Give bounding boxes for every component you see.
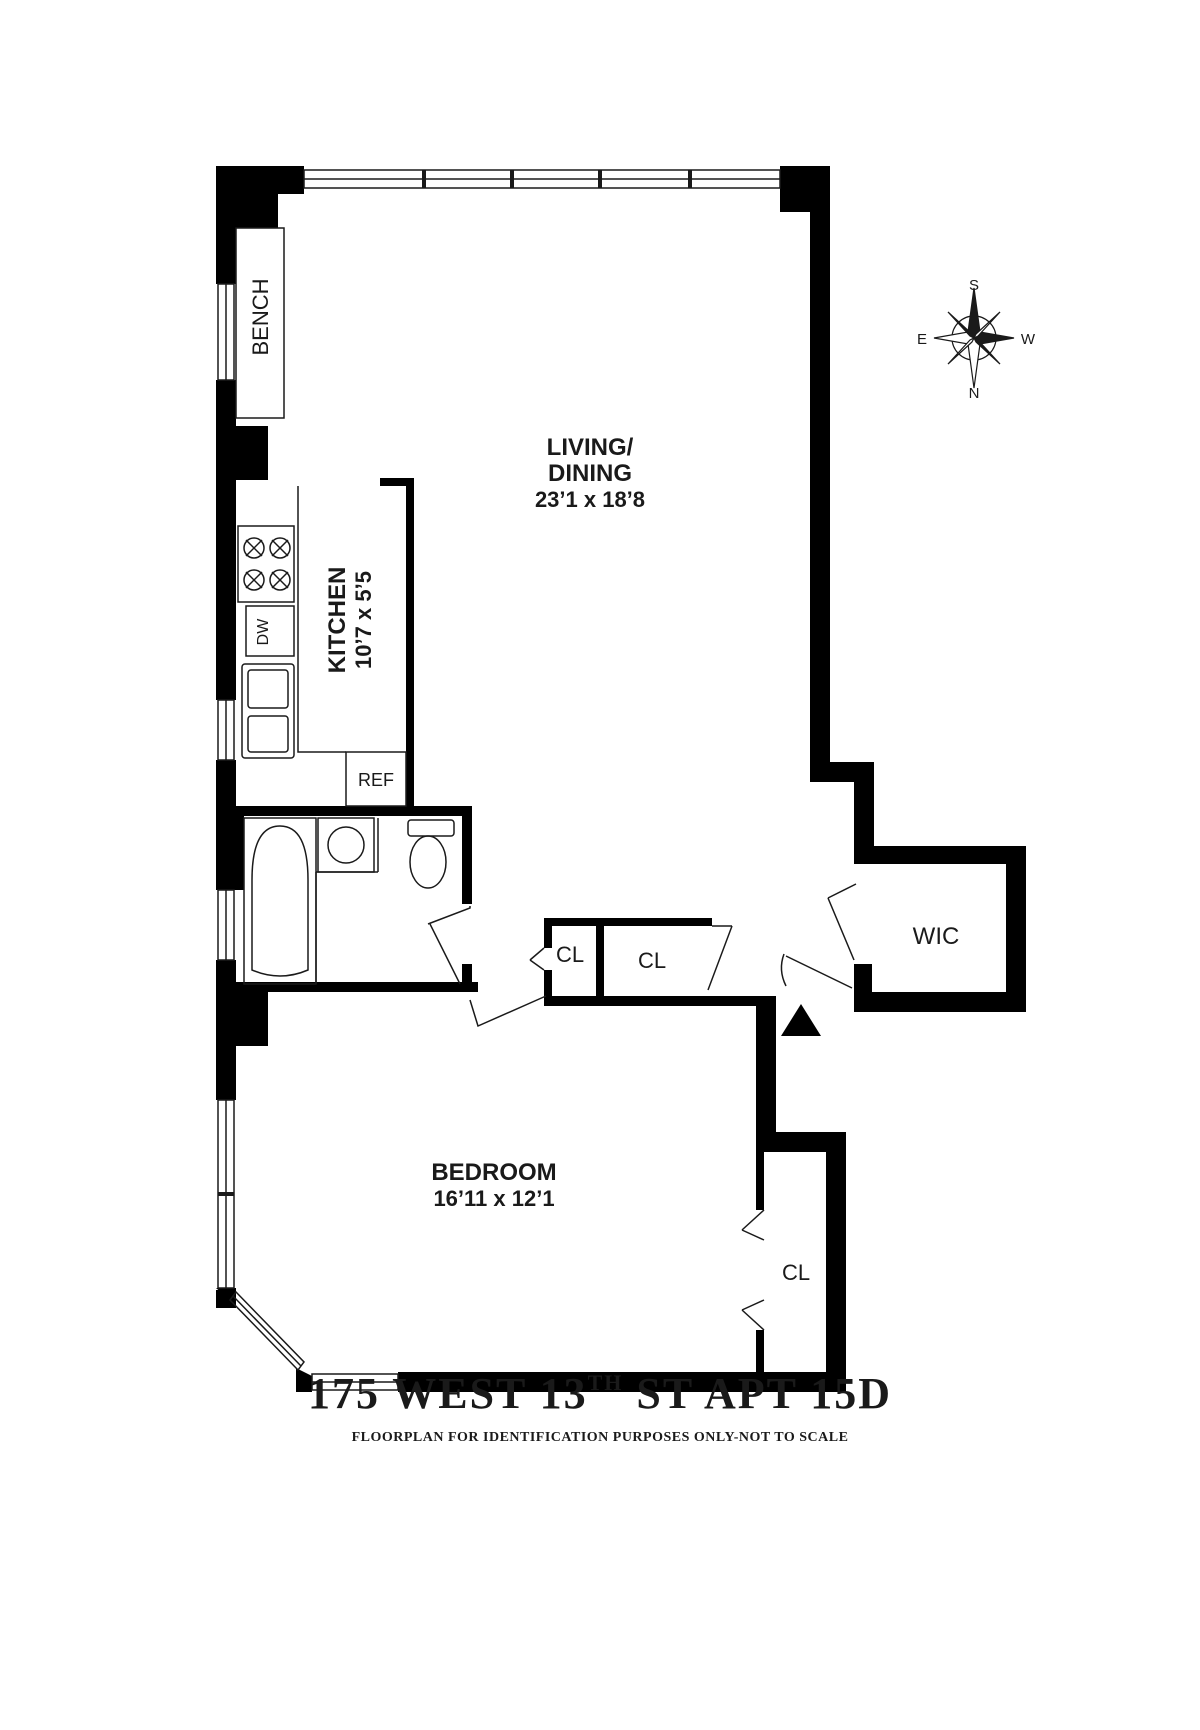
interior-walls xyxy=(236,478,764,1380)
compass-east: E xyxy=(917,331,927,348)
kitchen-sink xyxy=(241,663,295,759)
living-label-line2: DINING xyxy=(548,460,632,487)
wic-label: WIC xyxy=(913,923,960,950)
closet-label-3: CL xyxy=(782,1260,810,1285)
compass-west: W xyxy=(1021,331,1036,348)
stove xyxy=(237,525,295,603)
room-labels: LIVING/ DINING 23’1 x 18’8 KITCHEN 10’7 … xyxy=(248,278,959,1285)
bedroom-dims: 16’11 x 12’1 xyxy=(433,1186,554,1211)
refrigerator-label: REF xyxy=(358,770,394,790)
bench-label: BENCH xyxy=(248,278,273,355)
living-dims: 23’1 x 18’8 xyxy=(535,487,645,512)
bathroom-sink xyxy=(317,817,375,873)
bedroom-label: BEDROOM xyxy=(431,1159,556,1186)
title-sup: TH xyxy=(587,1370,624,1395)
living-label-line1: LIVING/ xyxy=(547,434,634,461)
compass-rose-icon xyxy=(933,287,1015,389)
compass-south: S xyxy=(969,277,979,294)
closet-label-1: CL xyxy=(556,942,584,967)
compass-north: N xyxy=(969,385,980,402)
dishwasher xyxy=(245,605,295,657)
dishwasher-label: DW xyxy=(255,618,272,646)
refrigerator xyxy=(345,751,407,807)
title-rest: ST APT 15D xyxy=(623,1369,892,1418)
kitchen-dims: 10’7 x 5’5 xyxy=(351,571,376,669)
exterior-walls xyxy=(216,166,1026,1392)
toilet xyxy=(407,819,455,837)
kitchen-label: KITCHEN xyxy=(324,567,351,674)
bathtub xyxy=(243,817,317,985)
compass: S N E W xyxy=(917,277,1036,402)
entry-arrow-icon xyxy=(781,1004,821,1036)
title-main: 175 WEST 13 xyxy=(308,1369,588,1418)
fixture-lines xyxy=(235,227,857,1331)
bench xyxy=(235,227,285,419)
page-title: 175 WEST 13TH ST APT 15D xyxy=(0,1368,1200,1419)
closet-label-2: CL xyxy=(638,948,666,973)
page-subtitle: FLOORPLAN FOR IDENTIFICATION PURPOSES ON… xyxy=(351,1430,849,1445)
windows xyxy=(217,169,781,1391)
